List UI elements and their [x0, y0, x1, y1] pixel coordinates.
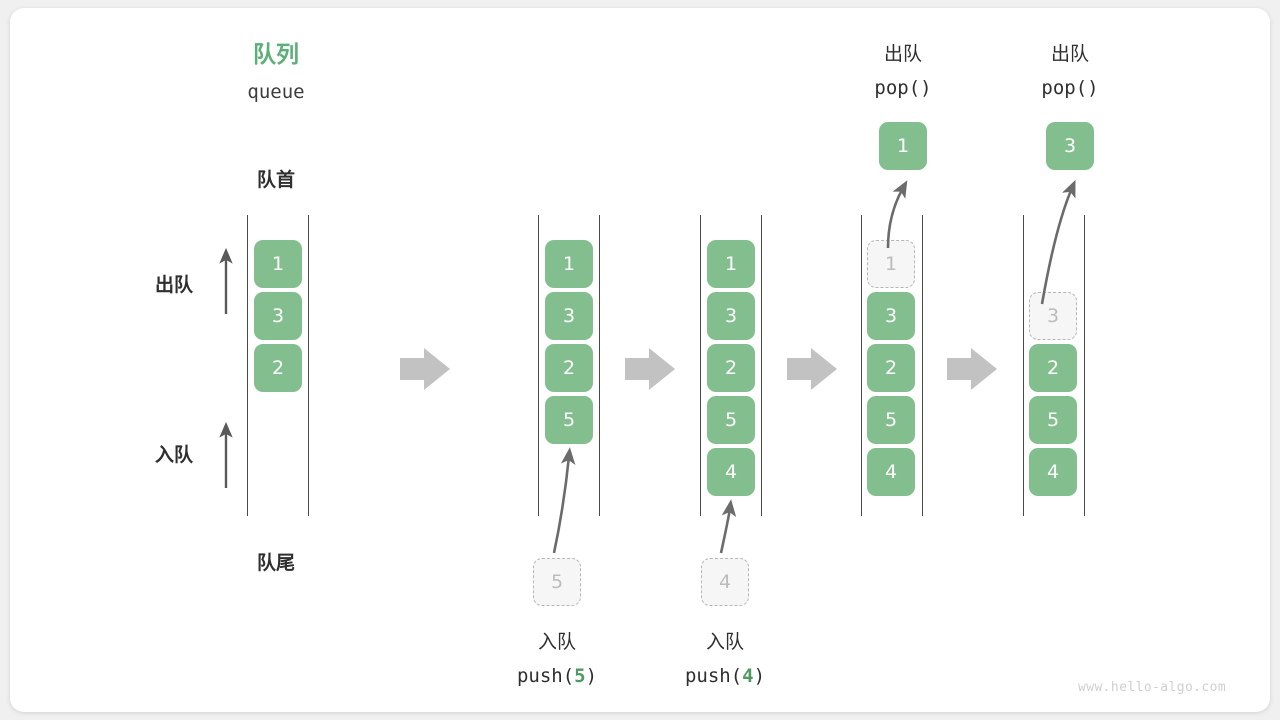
transition-arrow — [947, 348, 997, 390]
watermark: www.hello-algo.com — [1078, 680, 1227, 695]
step-caption-code-2: push(4) — [645, 664, 805, 688]
queue-cell: 4 — [1029, 448, 1077, 496]
code-post: ) — [585, 665, 598, 687]
step-caption-cn-4: 出队 — [1050, 43, 1089, 65]
queue-cell: 5 — [545, 396, 593, 444]
push-arrow-4 — [719, 499, 737, 554]
queue-cell: 2 — [1029, 344, 1077, 392]
queue-cell: 2 — [254, 344, 302, 392]
step-caption-code-4: pop() — [990, 76, 1150, 100]
transition-arrow — [400, 348, 450, 390]
transition-arrow — [625, 348, 675, 390]
queue-rail-left-1 — [538, 215, 540, 516]
code-arg: 5 — [574, 665, 586, 687]
front-label: 队首 — [256, 169, 295, 191]
step-caption-code-1: push(5) — [477, 664, 637, 688]
page-title: 队列 — [253, 42, 299, 68]
code-post: ) — [1087, 77, 1099, 99]
step-caption-cn-2: 入队 — [705, 631, 744, 653]
step-caption-cn-3: 出队 — [883, 43, 922, 65]
queue-cell: 3 — [545, 292, 593, 340]
queue-rail-left-0 — [247, 215, 249, 516]
code-pre: pop( — [874, 77, 921, 99]
queue-cell-ghost: 1 — [867, 240, 915, 288]
queue-cell: 5 — [707, 396, 755, 444]
queue-rail-right-3 — [922, 215, 924, 516]
queue-rail-right-4 — [1084, 215, 1086, 516]
page-subtitle: queue — [247, 81, 305, 103]
queue-cell: 5 — [1029, 396, 1077, 444]
queue-cell: 3 — [707, 292, 755, 340]
code-post: ) — [920, 77, 932, 99]
pop-arrow-1 — [886, 180, 908, 249]
transition-arrow — [787, 348, 837, 390]
pop-arrow-3 — [1040, 179, 1076, 305]
queue-rail-left-3 — [861, 215, 863, 516]
queue-cell: 1 — [707, 240, 755, 288]
diagram-stage: 队列 queue 队首 队尾 出队 入队 1 3 2 1 3 2 5 5 入队 … — [10, 8, 1270, 712]
queue-cell: 4 — [707, 448, 755, 496]
queue-rail-right-2 — [761, 215, 763, 516]
incoming-cell: 4 — [701, 558, 749, 606]
step-caption-cn-1: 入队 — [537, 631, 576, 653]
queue-cell: 4 — [867, 448, 915, 496]
code-pre: pop( — [1041, 77, 1088, 99]
queue-rail-right-0 — [308, 215, 310, 516]
queue-cell: 2 — [707, 344, 755, 392]
dequeue-side-label: 出队 — [155, 274, 194, 296]
queue-cell: 2 — [867, 344, 915, 392]
rear-label: 队尾 — [256, 552, 295, 574]
diagram-card: 队列 queue 队首 队尾 出队 入队 1 3 2 1 3 2 5 5 入队 … — [10, 8, 1270, 712]
queue-cell: 5 — [867, 396, 915, 444]
incoming-cell: 5 — [533, 558, 581, 606]
queue-cell: 3 — [254, 292, 302, 340]
queue-cell: 1 — [254, 240, 302, 288]
popped-cell: 1 — [879, 122, 927, 170]
push-arrow-5 — [552, 447, 576, 554]
enqueue-side-label: 入队 — [155, 444, 194, 466]
queue-rail-left-4 — [1023, 215, 1025, 516]
step-caption-code-3: pop() — [823, 76, 983, 100]
queue-cell: 2 — [545, 344, 593, 392]
queue-cell-ghost: 3 — [1029, 292, 1077, 340]
arrows-overlay — [219, 179, 1076, 554]
popped-cell: 3 — [1046, 122, 1094, 170]
code-pre: push( — [516, 665, 575, 687]
queue-cell: 1 — [545, 240, 593, 288]
queue-rail-right-1 — [599, 215, 601, 516]
queue-cell: 3 — [867, 292, 915, 340]
queue-rail-left-2 — [700, 215, 702, 516]
code-pre: push( — [684, 665, 743, 687]
code-post: ) — [753, 665, 766, 687]
code-arg: 4 — [742, 665, 754, 687]
